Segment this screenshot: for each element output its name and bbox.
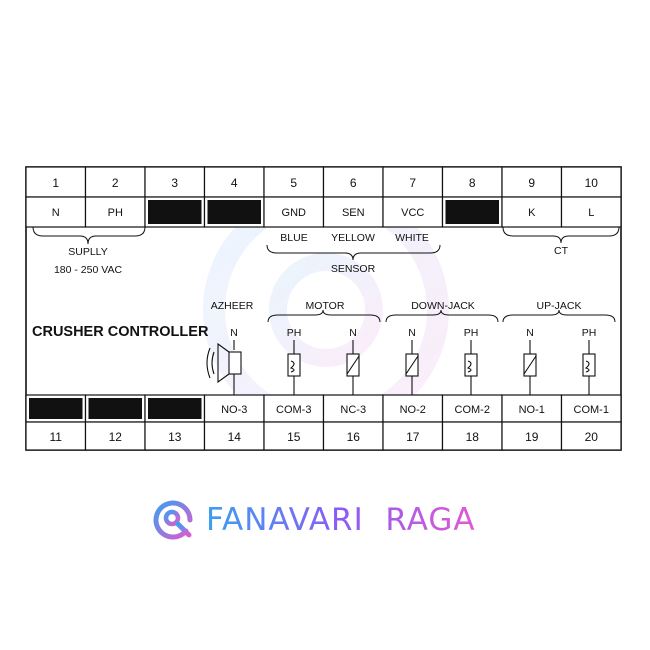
top-terminal-label-cell-9 <box>501 196 563 228</box>
contact-symbol-up-jack-ph <box>582 340 596 395</box>
bottom-terminal-number: 19 <box>525 430 539 444</box>
bottom-terminal-number-cell-8 <box>441 421 503 451</box>
bottom-terminal-number: 15 <box>287 430 301 444</box>
top-terminal-number: 6 <box>350 176 357 190</box>
bottom-terminal-label: NO-2 <box>400 404 426 416</box>
bottom-terminal-number: 20 <box>585 430 599 444</box>
ct-label: CT <box>554 245 569 257</box>
motor-brace <box>267 309 381 323</box>
bottom-terminal-number-cell-5 <box>263 421 325 451</box>
sensor-label: SENSOR <box>331 263 376 275</box>
bottom-terminal-label: COM-3 <box>276 404 311 416</box>
top-number-row: 1 2 3 4 5 6 7 8 9 10 <box>25 166 622 198</box>
top-terminal-number: 3 <box>171 176 178 190</box>
bottom-terminal-number: 16 <box>347 430 361 444</box>
contact-label-up-jack-n: N <box>526 327 534 339</box>
unused-terminal-block <box>207 200 261 224</box>
brand-name: FANAVARI RAGA <box>206 502 476 538</box>
bottom-terminal-label-cell-4 <box>203 394 265 423</box>
bottom-terminal-label-cell-7 <box>382 394 444 423</box>
top-terminal-number-cell-3 <box>144 166 206 198</box>
top-terminal-label: L <box>588 207 594 219</box>
top-terminal-number-cell-6 <box>322 166 384 198</box>
top-terminal-label: SEN <box>342 207 365 219</box>
bottom-terminal-label: COM-2 <box>455 404 490 416</box>
unused-terminal-block <box>29 398 83 419</box>
group-label-motor: MOTOR <box>306 300 345 312</box>
top-terminal-number: 10 <box>585 176 599 190</box>
top-terminal-label: N <box>52 207 60 219</box>
contact-symbol-motor-n <box>346 340 360 395</box>
fanavari-raga-logo-icon <box>153 500 193 540</box>
top-terminal-label: GND <box>282 207 307 219</box>
controller-title: CRUSHER CONTROLLER <box>32 324 209 340</box>
top-terminal-label: VCC <box>401 207 424 219</box>
top-terminal-number: 1 <box>52 176 59 190</box>
bottom-terminal-number: 18 <box>466 430 480 444</box>
supply-brace <box>32 226 146 245</box>
contact-label-down-jack-ph: PH <box>464 327 479 339</box>
group-label-azheer: AZHEER <box>211 300 254 312</box>
bottom-label-row: NO-3 COM-3 NC-3 NO-2 COM-2 NO-1 COM-1 <box>25 394 622 423</box>
unused-terminal-block <box>88 398 142 419</box>
bottom-terminal-label: NO-3 <box>221 404 247 416</box>
contact-label-up-jack-ph: PH <box>582 327 597 339</box>
down-jack-brace <box>385 309 499 323</box>
sensor-wire-blue: BLUE <box>280 232 307 244</box>
unused-terminal-block <box>445 200 499 224</box>
bottom-number-row: 11 12 13 14 15 16 17 18 19 20 <box>25 421 622 451</box>
contact-label-azheer-n: N <box>230 327 238 339</box>
top-terminal-label: K <box>528 207 536 219</box>
buzzer-icon <box>206 340 242 395</box>
bottom-terminal-number-cell-10 <box>560 421 622 451</box>
bottom-terminal-label: NO-1 <box>519 404 545 416</box>
top-terminal-label-cell-2 <box>84 196 146 228</box>
group-label-down-jack: DOWN-JACK <box>411 300 475 312</box>
contact-label-motor-n: N <box>349 327 357 339</box>
bottom-terminal-number-cell-7 <box>382 421 444 451</box>
ct-brace <box>502 226 620 244</box>
top-terminal-number: 7 <box>409 176 416 190</box>
top-terminal-number: 9 <box>528 176 535 190</box>
bottom-terminal-number: 14 <box>228 430 242 444</box>
contact-symbol-down-jack-ph <box>464 340 478 395</box>
supply-range: 180 - 250 VAC <box>54 264 123 276</box>
top-terminal-number-cell-10 <box>560 166 622 198</box>
bottom-terminal-number: 11 <box>50 430 63 444</box>
unused-terminal-block <box>148 200 202 224</box>
top-terminal-label-cell-10 <box>560 196 622 228</box>
supply-label: SUPLLY <box>68 246 108 258</box>
contact-symbol-up-jack-n <box>523 340 537 395</box>
top-terminal-number: 8 <box>469 176 476 190</box>
top-terminal-number: 5 <box>290 176 297 190</box>
top-label-row: N PH GND SEN VCC K L <box>25 196 622 228</box>
contact-symbol-down-jack-n <box>405 340 419 395</box>
sensor-brace <box>266 244 441 261</box>
top-terminal-label: PH <box>108 207 123 219</box>
bottom-terminal-number: 17 <box>406 430 420 444</box>
top-terminal-number-cell-1 <box>25 166 87 198</box>
contact-symbol-motor-ph <box>287 340 301 395</box>
group-label-up-jack: UP-JACK <box>537 300 582 312</box>
contact-label-down-jack-n: N <box>408 327 416 339</box>
unused-terminal-block <box>148 398 202 419</box>
sensor-wire-white: WHITE <box>395 232 429 244</box>
bottom-terminal-label: COM-1 <box>574 404 609 416</box>
top-terminal-label-cell-1 <box>25 196 87 228</box>
bottom-terminal-label: NC-3 <box>340 404 366 416</box>
bottom-terminal-number-cell-6 <box>322 421 384 451</box>
bottom-terminal-label-cell-8 <box>441 394 503 423</box>
top-terminal-number: 4 <box>231 176 238 190</box>
bottom-terminal-number: 13 <box>168 430 182 444</box>
up-jack-brace <box>502 309 616 323</box>
bottom-terminal-number: 12 <box>109 430 123 444</box>
top-terminal-number: 2 <box>112 176 119 190</box>
contact-label-motor-ph: PH <box>287 327 302 339</box>
bottom-terminal-number-cell-9 <box>501 421 563 451</box>
sensor-wire-yellow: YELLOW <box>331 232 375 244</box>
